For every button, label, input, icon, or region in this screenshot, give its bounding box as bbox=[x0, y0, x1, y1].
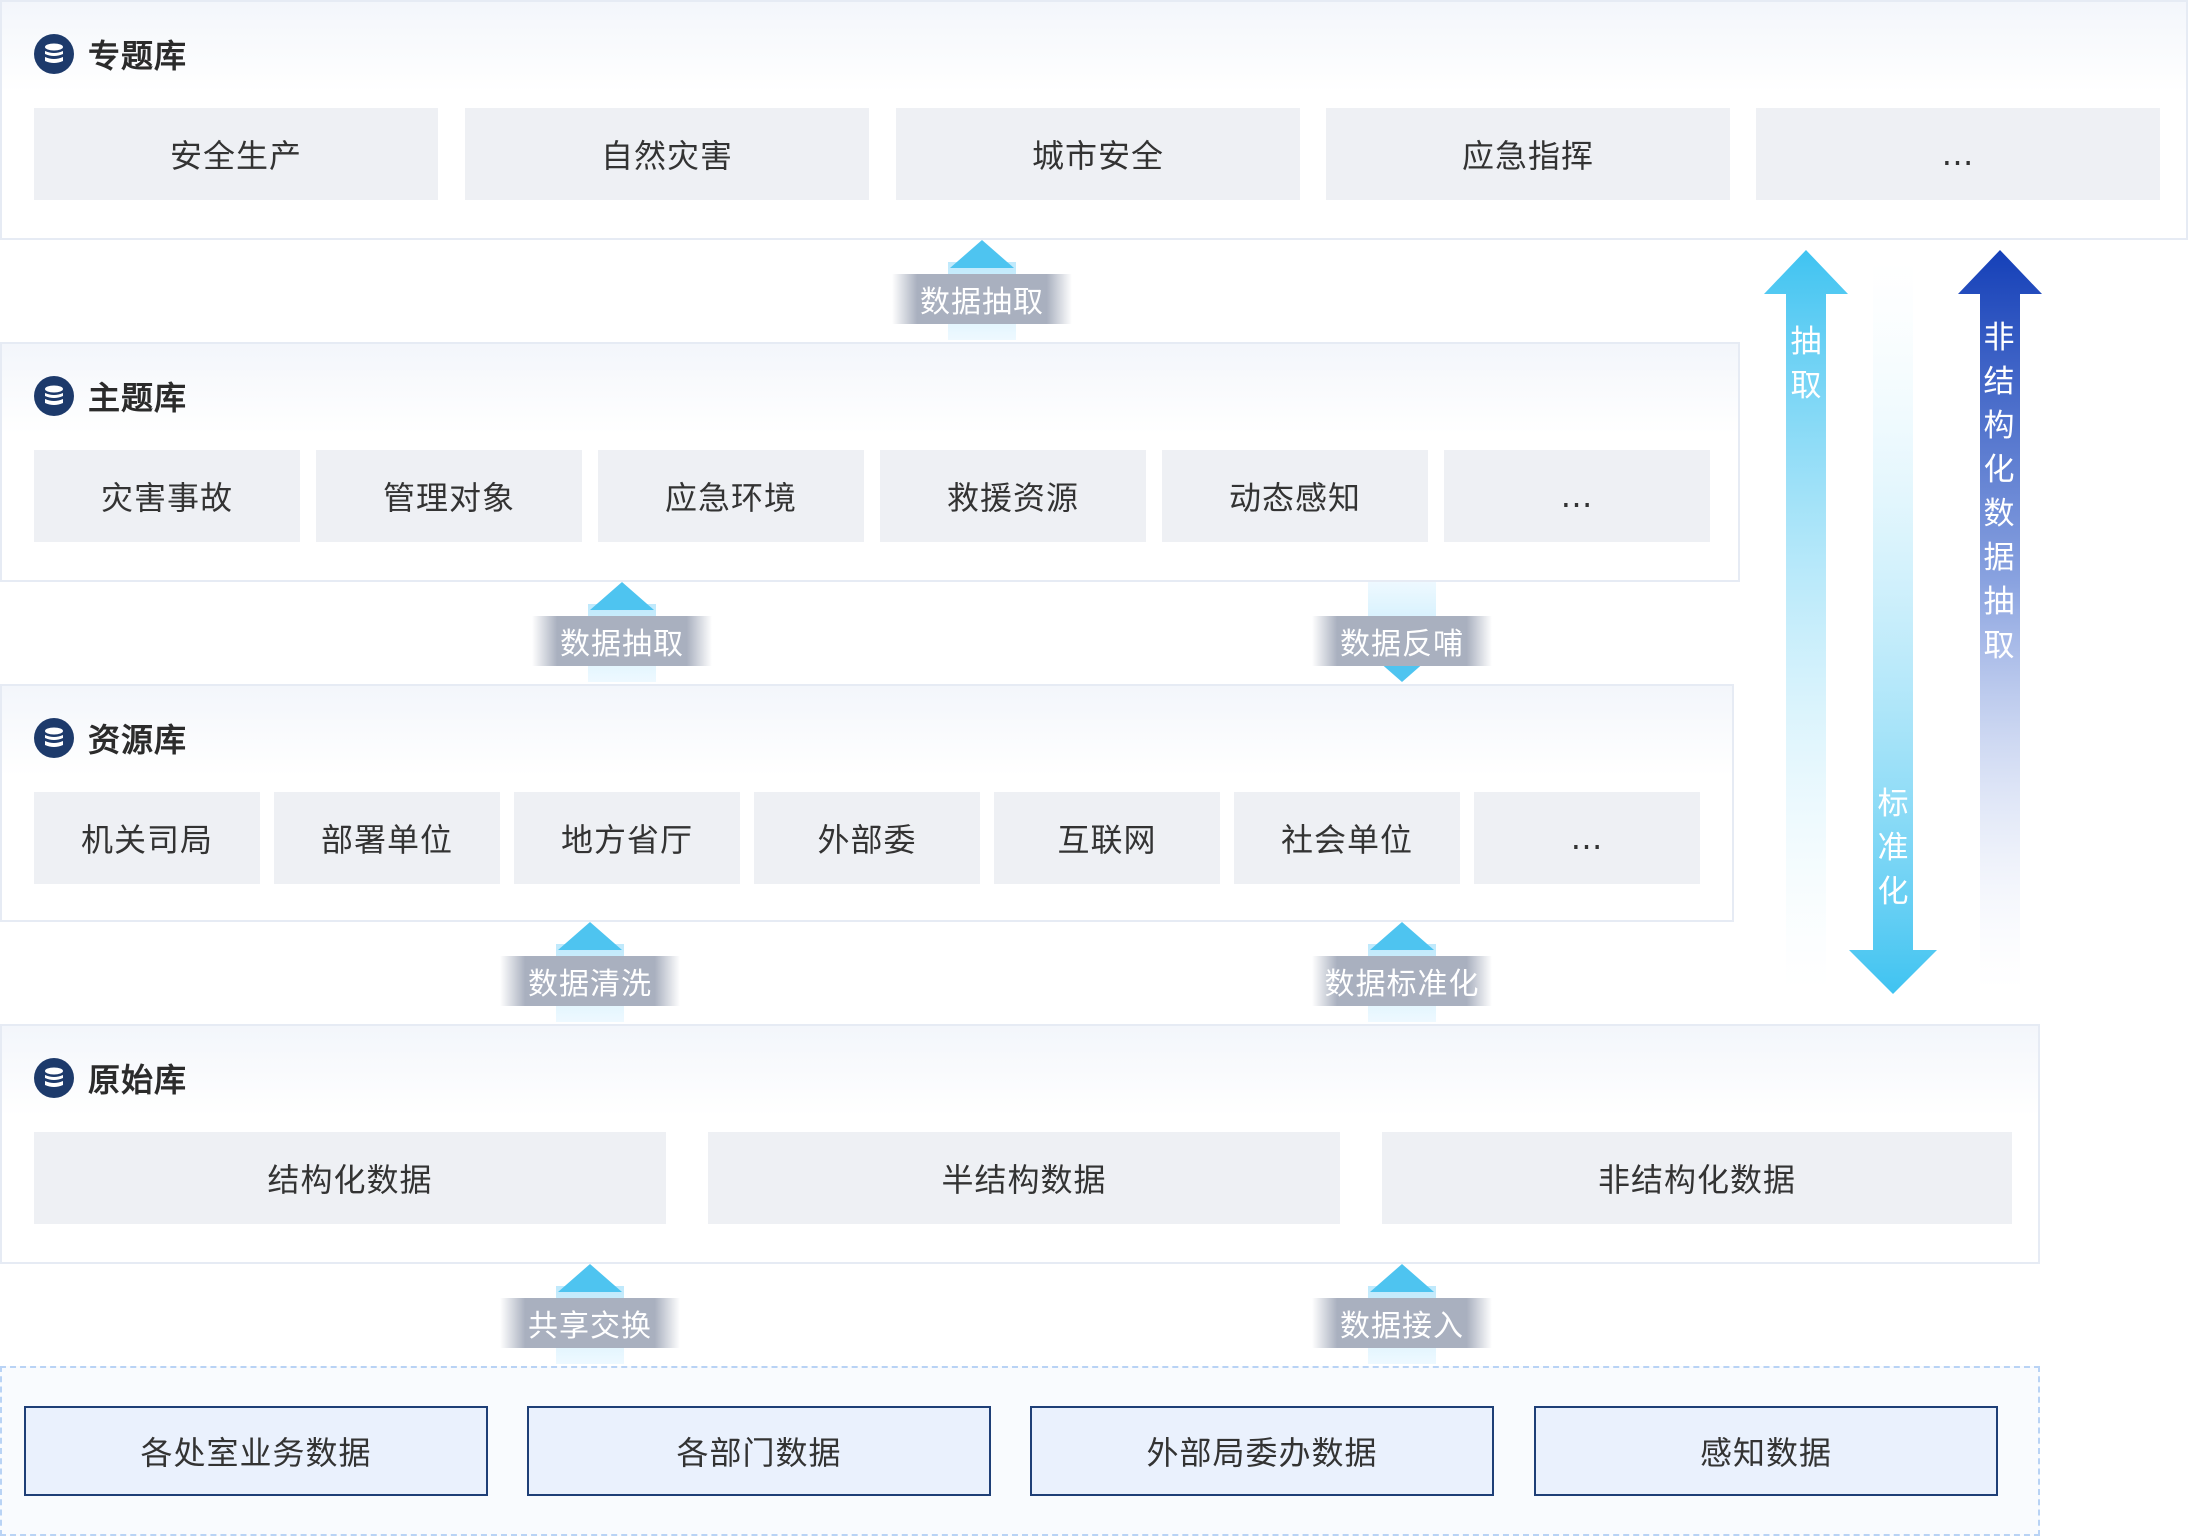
database-icon bbox=[34, 1058, 74, 1098]
topic-item: … bbox=[1756, 108, 2160, 200]
flow-source-access: 数据接入 bbox=[1312, 1264, 1492, 1364]
database-icon bbox=[34, 376, 74, 416]
data-source-item: 各处室业务数据 bbox=[24, 1406, 488, 1496]
theme-item: 动态感知 bbox=[1162, 450, 1428, 542]
resource-item: 互联网 bbox=[994, 792, 1220, 884]
flow-theme-to-topic: 数据抽取 bbox=[892, 240, 1072, 340]
extract-arrow bbox=[1764, 250, 1848, 990]
flow-label: 数据反哺 bbox=[1312, 616, 1492, 666]
topic-library-header: 专题库 bbox=[34, 32, 187, 76]
raw-item: 非结构化数据 bbox=[1382, 1132, 2012, 1224]
flow-label: 数据抽取 bbox=[532, 616, 712, 666]
raw-library-header: 原始库 bbox=[34, 1056, 187, 1100]
flow-label: 数据标准化 bbox=[1312, 956, 1492, 1006]
database-icon bbox=[34, 718, 74, 758]
resource-library-title: 资源库 bbox=[88, 721, 188, 759]
topic-library-title: 专题库 bbox=[88, 37, 188, 75]
theme-item: 应急环境 bbox=[598, 450, 864, 542]
theme-item: … bbox=[1444, 450, 1710, 542]
flow-raw-clean: 数据清洗 bbox=[500, 922, 680, 1022]
database-icon bbox=[34, 34, 74, 74]
unstructured-extract-arrow bbox=[1958, 250, 2042, 990]
extract-arrow-label: 抽 取 bbox=[1790, 324, 1822, 404]
flow-label: 数据接入 bbox=[1312, 1298, 1492, 1348]
raw-library-title: 原始库 bbox=[88, 1061, 188, 1099]
theme-item: 救援资源 bbox=[880, 450, 1146, 542]
flow-source-share: 共享交换 bbox=[500, 1264, 680, 1364]
data-source-item: 感知数据 bbox=[1534, 1406, 1998, 1496]
topic-item: 自然灾害 bbox=[465, 108, 869, 200]
flow-label: 数据清洗 bbox=[500, 956, 680, 1006]
resource-library-header: 资源库 bbox=[34, 716, 187, 760]
standardize-arrow-label: 标 准 化 bbox=[1877, 786, 1909, 910]
theme-library-header: 主题库 bbox=[34, 374, 187, 418]
flow-theme-to-resource: 数据反哺 bbox=[1312, 582, 1492, 682]
topic-library-layer: 专题库 安全生产 自然灾害 城市安全 应急指挥 … bbox=[0, 0, 2188, 240]
resource-item: 外部委 bbox=[754, 792, 980, 884]
theme-item: 管理对象 bbox=[316, 450, 582, 542]
data-source-item: 外部局委办数据 bbox=[1030, 1406, 1494, 1496]
raw-item: 半结构数据 bbox=[708, 1132, 1340, 1224]
theme-library-layer: 主题库 灾害事故 管理对象 应急环境 救援资源 动态感知 … bbox=[0, 342, 1740, 582]
flow-raw-standardize: 数据标准化 bbox=[1312, 922, 1492, 1022]
resource-item: 地方省厅 bbox=[514, 792, 740, 884]
flow-label: 数据抽取 bbox=[892, 274, 1072, 324]
resource-item: 机关司局 bbox=[34, 792, 260, 884]
standardize-arrow bbox=[1849, 260, 1937, 994]
flow-label: 共享交换 bbox=[500, 1298, 680, 1348]
topic-item: 应急指挥 bbox=[1326, 108, 1730, 200]
resource-item: … bbox=[1474, 792, 1700, 884]
raw-library-layer: 原始库 结构化数据 半结构数据 非结构化数据 bbox=[0, 1024, 2040, 1264]
data-source-item: 各部门数据 bbox=[527, 1406, 991, 1496]
topic-item: 城市安全 bbox=[896, 108, 1300, 200]
flow-resource-to-theme: 数据抽取 bbox=[532, 582, 712, 682]
theme-library-title: 主题库 bbox=[88, 379, 188, 417]
resource-item: 部署单位 bbox=[274, 792, 500, 884]
raw-item: 结构化数据 bbox=[34, 1132, 666, 1224]
theme-item: 灾害事故 bbox=[34, 450, 300, 542]
unstructured-arrow-label: 非 结 构 化 数 据 抽 取 bbox=[1983, 320, 2015, 664]
topic-item: 安全生产 bbox=[34, 108, 438, 200]
resource-library-layer: 资源库 机关司局 部署单位 地方省厅 外部委 互联网 社会单位 … bbox=[0, 684, 1734, 922]
side-arrows bbox=[1764, 250, 2042, 994]
resource-item: 社会单位 bbox=[1234, 792, 1460, 884]
